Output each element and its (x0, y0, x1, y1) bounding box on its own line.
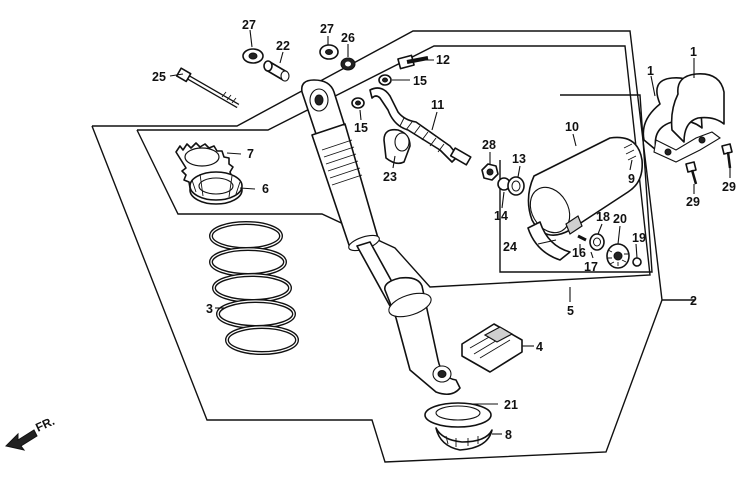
callout-27: 27 (320, 22, 334, 36)
rubber-23 (383, 128, 411, 165)
frame-assembly-5 (136, 45, 651, 288)
callout-3: 3 (206, 302, 213, 316)
assembly-frames (91, 30, 695, 463)
washer-27-right (319, 44, 339, 60)
washer-27-left (242, 48, 264, 64)
callout-15: 15 (354, 121, 368, 135)
callout-16: 16 (572, 246, 586, 260)
screw-29-right (721, 143, 733, 169)
callout-14: 14 (494, 209, 508, 223)
callout-24: 24 (503, 240, 517, 254)
callout-18: 18 (596, 210, 610, 224)
shock-absorber-body (300, 79, 461, 396)
callout-1: 1 (690, 45, 697, 59)
callout-29: 29 (722, 180, 736, 194)
callout-8: 8 (505, 428, 512, 442)
callout-12: 12 (436, 53, 450, 67)
adjuster-nut-6 (189, 171, 243, 205)
collar-22 (263, 60, 290, 82)
callout-21: 21 (504, 398, 518, 412)
frame-assembly-2 (91, 30, 695, 463)
callout-2: 2 (690, 294, 697, 308)
bolt-25 (175, 67, 240, 109)
callout-26: 26 (341, 31, 355, 45)
cap-20 (606, 243, 630, 269)
callout-13: 13 (512, 152, 526, 166)
callout-20: 20 (613, 212, 627, 226)
oring-18 (589, 233, 605, 251)
screw-29-left (685, 161, 698, 185)
hose-11 (369, 87, 472, 166)
direction-label: FR. (33, 414, 56, 435)
spring-seat-21 (424, 402, 492, 428)
front-direction-indicator: FR. (5, 414, 57, 451)
callout-28: 28 (482, 138, 496, 152)
callout-17: 17 (584, 260, 598, 274)
stopper-8 (435, 427, 493, 451)
callout-9: 9 (628, 172, 635, 186)
callout-22: 22 (276, 39, 290, 53)
callout-25: 25 (152, 70, 166, 84)
callout-6: 6 (262, 182, 269, 196)
callout-27: 27 (242, 18, 256, 32)
callout-10: 10 (565, 120, 579, 134)
callout-29: 29 (686, 195, 700, 209)
washer-15-left (351, 97, 365, 109)
reservoir-10 (527, 136, 644, 236)
callout-19: 19 (632, 231, 646, 245)
guard-4 (461, 323, 523, 373)
clamp-band-1 (642, 73, 725, 163)
screw-19 (632, 257, 642, 267)
seal-26 (340, 57, 356, 71)
oring-13 (507, 176, 525, 196)
callout-11: 11 (431, 98, 444, 112)
callout-7: 7 (247, 147, 254, 161)
direction-arrow-icon (5, 429, 38, 451)
washer-15-right (378, 74, 392, 86)
callout-1: 1 (647, 64, 654, 78)
callout-4: 4 (536, 340, 543, 354)
callout-15: 15 (413, 74, 427, 88)
leader-lines (169, 29, 731, 435)
frame-assembly-reservoir (499, 94, 653, 273)
spring-3 (209, 221, 299, 355)
pin-16 (577, 234, 587, 242)
callout-23: 23 (383, 170, 397, 184)
callout-labels: 27 22 25 27 26 12 15 15 11 7 6 3 4 21 8 … (152, 18, 736, 442)
nut-28 (481, 163, 499, 181)
callout-5: 5 (567, 304, 574, 318)
